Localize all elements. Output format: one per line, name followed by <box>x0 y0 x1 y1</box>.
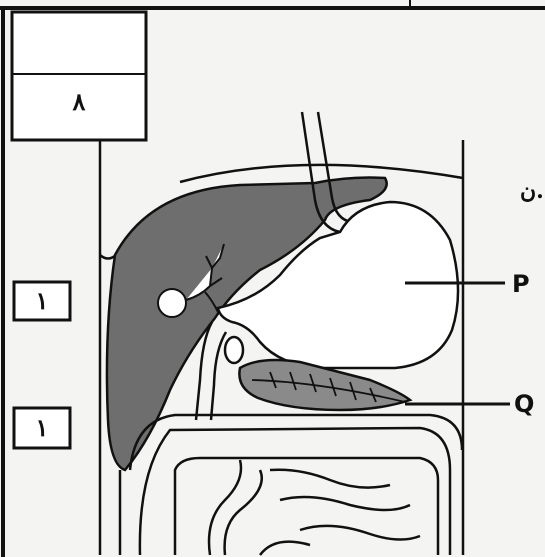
score-bottom: ٨ <box>72 87 86 116</box>
duodenum <box>196 322 243 420</box>
score-box: ٨ <box>12 12 146 140</box>
mark-box-1: ١ <box>14 282 70 320</box>
mark-box-2: ١ <box>14 408 70 448</box>
label-p-text: P <box>512 270 530 298</box>
mark-1-value: ١ <box>36 286 49 315</box>
intestines <box>130 415 462 555</box>
cut-off-text: ن. <box>520 178 544 204</box>
mark-2-value: ١ <box>36 413 49 442</box>
label-q-text: Q <box>514 390 534 418</box>
